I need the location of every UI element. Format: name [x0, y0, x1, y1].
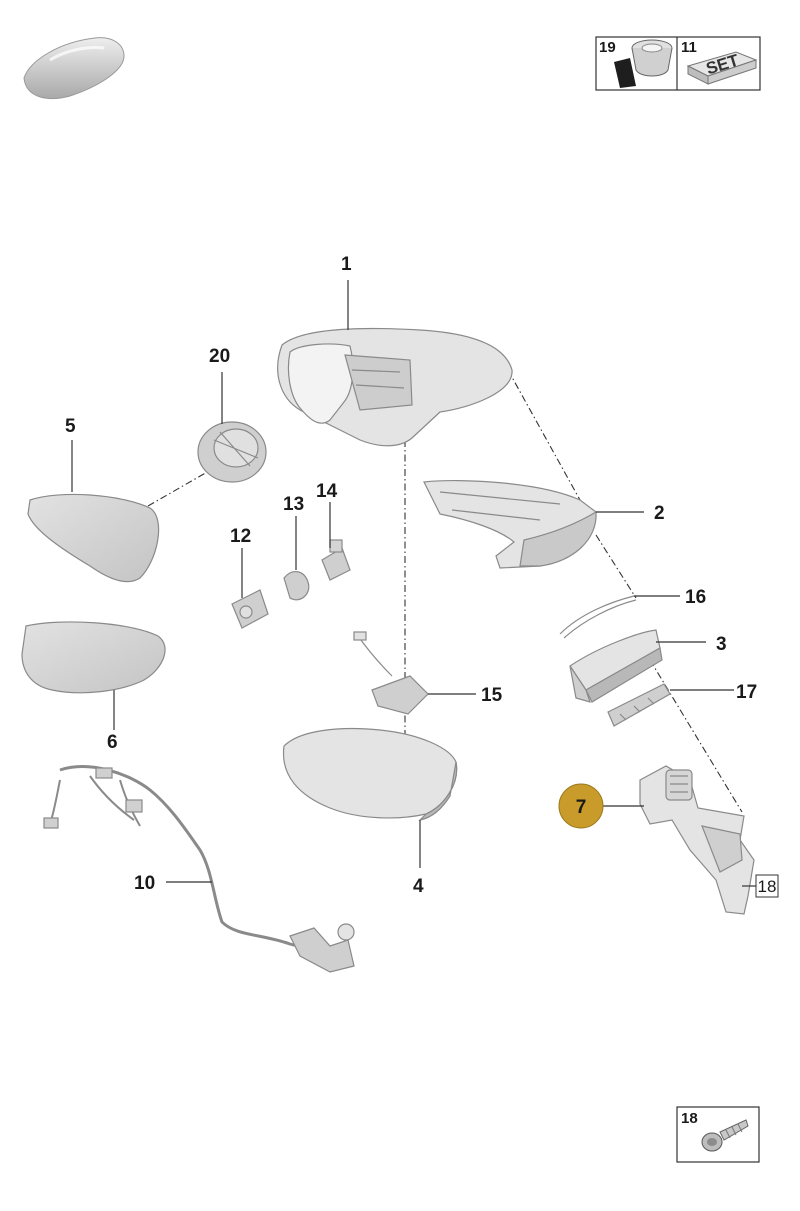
legend-top: 19 11 SET — [595, 36, 761, 91]
legend-bottom: 18 — [676, 1106, 760, 1163]
callout-labels: 1 20 5 2 14 13 12 16 3 17 15 6 10 4 7 18 — [65, 254, 779, 898]
callout-5: 5 — [65, 416, 76, 437]
part-13-clip — [283, 571, 310, 601]
sealing-tape-icon — [614, 39, 673, 88]
callout-1: 1 — [341, 254, 352, 275]
callout-13: 13 — [283, 494, 304, 515]
part-17-light-strip — [607, 683, 671, 727]
callout-2: 2 — [654, 503, 665, 524]
part-5-mirror-glass — [27, 493, 160, 583]
part-1-mirror-housing — [277, 327, 513, 447]
legend-item-19-number: 19 — [599, 39, 616, 56]
callout-16: 16 — [685, 587, 706, 608]
callout-4: 4 — [413, 876, 424, 897]
part-15-lamp-unit — [353, 631, 429, 715]
legend-item-18-number: 18 — [681, 1110, 698, 1127]
part-4-housing-cover — [282, 727, 458, 821]
part-7-motor-bracket — [639, 765, 755, 915]
callout-7: 7 — [576, 797, 587, 818]
part-20-round-adjuster — [197, 421, 267, 483]
part-10-wiring-harness — [43, 765, 355, 973]
legend-item-11-number: 11 — [681, 39, 697, 56]
callout-20: 20 — [209, 346, 230, 367]
callout-10: 10 — [134, 873, 155, 894]
vehicle-thumbnail — [23, 37, 125, 99]
leader-lines — [71, 280, 756, 887]
callout-14: 14 — [316, 481, 338, 502]
callout-18: 18 — [758, 877, 777, 896]
part-2-bracket-frame — [423, 479, 597, 569]
screw-icon — [701, 1119, 749, 1152]
callout-3: 3 — [716, 634, 727, 655]
part-6-mirror-glass — [21, 621, 166, 694]
callout-12: 12 — [230, 526, 251, 547]
callout-15: 15 — [481, 685, 503, 706]
part-14-socket — [321, 539, 351, 581]
callout-7-highlight: 7 — [558, 783, 604, 829]
callout-6: 6 — [107, 732, 118, 753]
part-3-trim-cap — [569, 629, 663, 703]
part-12-connector — [231, 589, 269, 629]
callout-17: 17 — [736, 682, 757, 703]
callout-18-boxed: 18 — [755, 874, 779, 898]
part-16-seal-strip — [559, 595, 637, 639]
